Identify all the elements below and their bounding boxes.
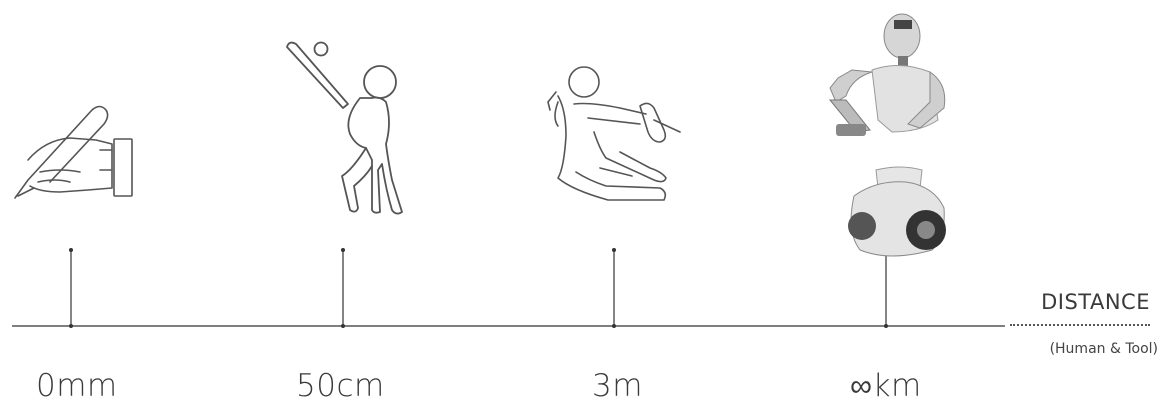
robot-icon bbox=[830, 14, 946, 256]
driver-seat-icon bbox=[548, 67, 680, 200]
tick-label-0mm: 0mm bbox=[36, 368, 118, 404]
tick-label-3m: 3m bbox=[592, 368, 643, 404]
axis-subtitle: (Human & Tool) bbox=[1050, 341, 1158, 357]
hand-writing-icon bbox=[15, 107, 132, 199]
tick-label-50cm: 50cm bbox=[296, 368, 385, 404]
tick-label-infinity-km: ∞km bbox=[850, 368, 922, 404]
tick-50cm bbox=[341, 248, 345, 328]
baseball-batter-icon bbox=[287, 43, 402, 214]
tick-infinity-km bbox=[884, 248, 888, 328]
tick-3m bbox=[612, 248, 616, 328]
tick-0mm bbox=[69, 248, 73, 328]
axis-title: DISTANCE bbox=[1041, 290, 1150, 314]
axis-dotted-underline bbox=[1010, 324, 1150, 326]
